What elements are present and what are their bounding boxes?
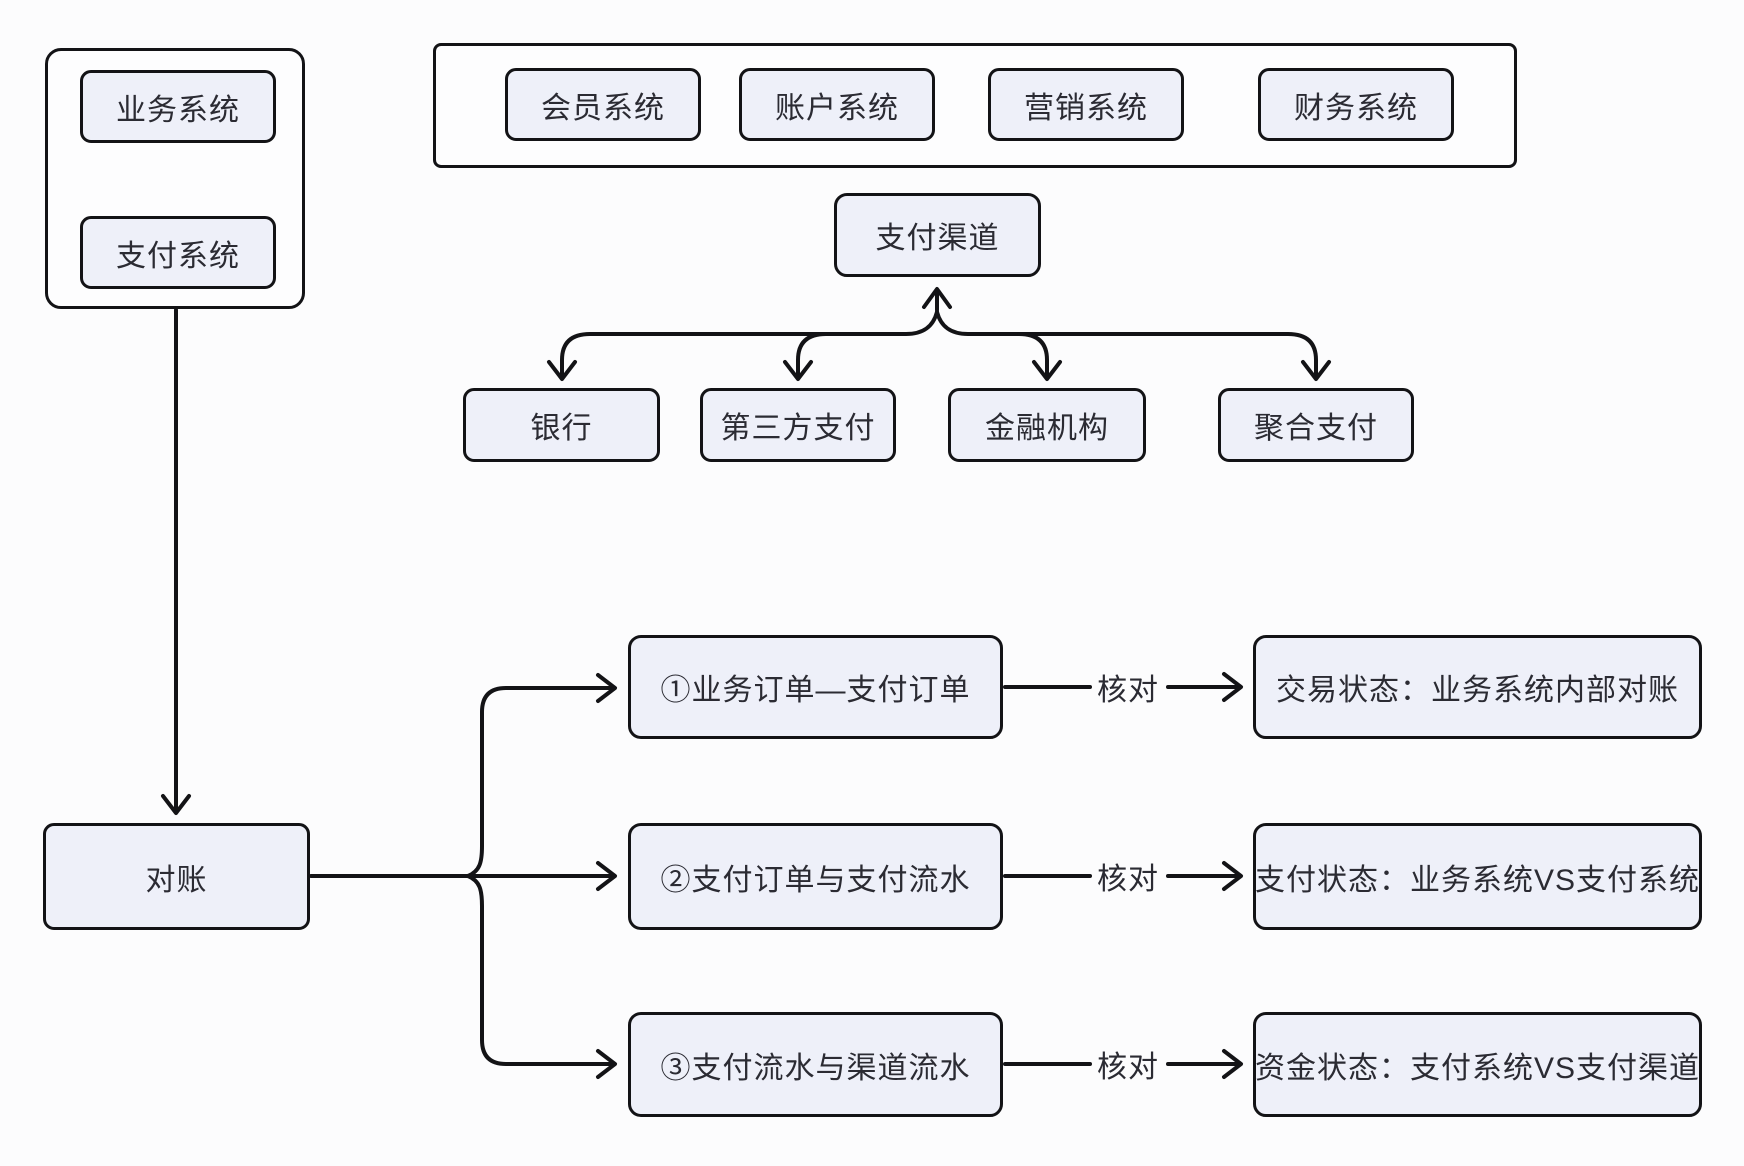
- arrowhead-row1: [1222, 672, 1243, 702]
- node-payment-channel: 支付渠道: [834, 193, 1041, 277]
- node-result2: 支付状态：业务系统VS支付系统: [1253, 823, 1702, 930]
- node-bank: 银行: [463, 388, 660, 462]
- branch-to-step3: [466, 874, 614, 1066]
- arrowhead-thirdparty: [783, 360, 813, 381]
- link-label-row2: 核对: [1097, 863, 1159, 896]
- node-account-system: 账户系统: [739, 68, 935, 141]
- arrowhead-aggregate: [1301, 360, 1331, 381]
- arrowhead-reconcile: [161, 794, 191, 815]
- arrowhead-bank: [547, 360, 577, 381]
- node-step2: ②支付订单与支付流水: [628, 823, 1003, 930]
- arrowhead-up-channel-hub: [922, 287, 952, 309]
- node-reconciliation: 对账: [43, 823, 310, 930]
- node-step1: ①业务订单—支付订单: [628, 635, 1003, 739]
- node-financial-institution: 金融机构: [948, 388, 1146, 462]
- arrowhead-row2: [1222, 861, 1243, 891]
- arrowhead-row3: [1222, 1049, 1243, 1079]
- branch-to-step1: [466, 686, 614, 878]
- branch-to-aggregate: [935, 310, 1318, 378]
- node-business-system: 业务系统: [80, 70, 276, 143]
- node-aggregate-payment: 聚合支付: [1218, 388, 1414, 462]
- branch-to-financial-org: [1017, 332, 1049, 378]
- branch-to-bank: [560, 310, 939, 378]
- node-result1: 交易状态：业务系统内部对账: [1253, 635, 1702, 739]
- arrowhead-financial-org: [1032, 360, 1062, 381]
- node-step3: ③支付流水与渠道流水: [628, 1012, 1003, 1117]
- link-label-row3: 核对: [1097, 1051, 1159, 1084]
- node-payment-system: 支付系统: [80, 216, 276, 289]
- node-result3: 资金状态：支付系统VS支付渠道: [1253, 1012, 1702, 1117]
- link-label-row1: 核对: [1097, 674, 1159, 707]
- node-thirdparty-payment: 第三方支付: [700, 388, 896, 462]
- node-marketing-system: 营销系统: [988, 68, 1184, 141]
- arrowhead-step1: [596, 673, 617, 703]
- arrowhead-step2: [596, 861, 617, 891]
- node-finance-system: 财务系统: [1258, 68, 1454, 141]
- arrowhead-step3: [596, 1049, 617, 1079]
- node-member-system: 会员系统: [505, 68, 701, 141]
- branch-to-thirdparty: [796, 332, 828, 378]
